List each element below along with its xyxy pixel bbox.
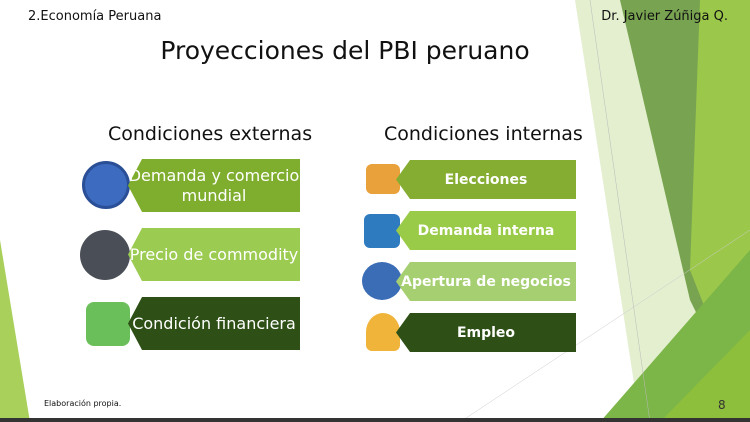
item-label: Demanda interna [417,222,555,239]
page-title: Proyecciones del PBI peruano [160,36,530,65]
item-precio-commodity: Precio de commodity [128,228,300,281]
item-label: Condición financiera [132,313,296,333]
item-label: Elecciones [444,171,528,188]
open-sign-icon [362,262,402,300]
oil-gold-icon [80,230,130,280]
author-label: Dr. Javier Zúñiga Q. [601,9,728,24]
item-label: Precio de commodity [129,244,299,264]
item-elecciones: Elecciones [396,160,576,199]
section-label: 2.Economía Peruana [28,9,162,24]
ballot-box-icon [366,164,400,194]
page-number: 8 [718,398,726,412]
money-bag-icon [86,302,130,346]
item-label: Apertura de negocios [401,273,571,290]
external-heading: Condiciones externas [108,123,313,145]
item-condicion-financiera: Condición financiera [128,297,300,350]
source-note: Elaboración propia. [44,399,122,408]
internal-heading: Condiciones internas [384,123,583,145]
globe-location-icon [82,161,130,209]
item-label: Empleo [456,324,516,341]
item-label: Demanda y comercio mundial [128,165,300,205]
item-empleo: Empleo [396,313,576,352]
item-demanda-mundial: Demanda y comercio mundial [128,159,300,212]
item-apertura-negocios: Apertura de negocios [396,262,576,301]
item-demanda-interna: Demanda interna [396,211,576,250]
shopping-bags-icon [364,214,400,248]
worker-icon [366,313,400,351]
